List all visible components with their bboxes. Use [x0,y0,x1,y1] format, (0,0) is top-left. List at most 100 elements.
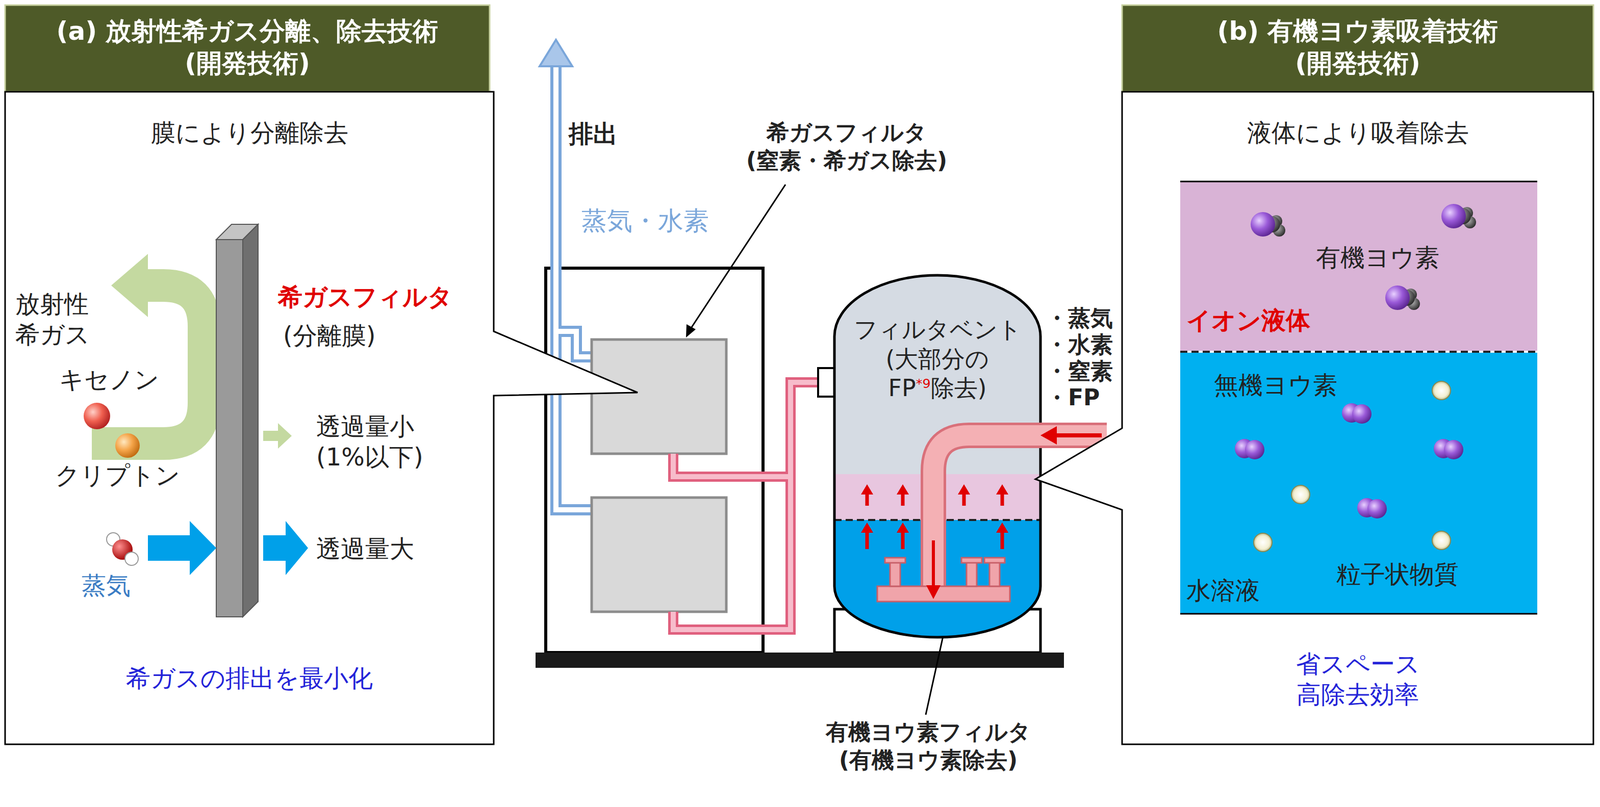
bubble-arrow [865,494,870,506]
label-text: ・水素 [1045,330,1113,359]
vent-pipe [818,368,835,397]
gas-atom [83,402,140,459]
flow-arrow [1055,433,1102,438]
inlet-pipe [989,561,1000,587]
panel-outline [5,91,638,745]
molecule [1367,499,1387,519]
node-text: 有機ヨウ素 [1315,242,1440,273]
label-text: クリプトン [55,460,181,491]
flow-arrow [1040,426,1057,445]
leader-line [686,324,696,338]
inlet-pipe [961,557,982,564]
separation-membrane [216,224,259,618]
node-text: 省スペース 高除去効率 [1122,648,1594,710]
noble-gas-arrow [111,254,148,318]
vent-pipe [673,368,835,630]
gas-atom [115,433,140,459]
liquid-layers [1180,350,1538,353]
flow-arrow [931,540,935,587]
inlet-pipe [890,561,901,587]
panel-heading: (a) 放射性希ガス分離、除去技術 (開発技術) [5,15,490,80]
bubble-arrow [860,484,1009,550]
water-molecule [106,532,139,566]
vent-pipe [673,382,820,630]
molecule [1253,533,1273,552]
liquid-layers [1180,350,1538,353]
bubble-arrow [896,484,909,495]
bubble-arrow [860,484,874,495]
panel-outline [5,5,1594,745]
inlet-pipe [884,557,906,564]
label-text: 透過量小 (1%以下) [316,411,424,473]
inlet-pipe [984,557,1005,564]
molecule [1291,485,1310,504]
panel-outline [5,5,490,92]
panel-outline [1035,91,1594,745]
frame [535,268,1064,669]
bubble-arrow [865,532,870,550]
steam-arrow [147,521,217,576]
bubble-arrow [901,494,905,506]
label-text: 希ガスフィルタ (窒素・希ガス除去) [714,118,980,175]
molecule [1245,440,1265,460]
label-text: 希ガスフィルタ [277,281,453,313]
bubble-arrow [957,484,971,495]
liquid-layers [1180,181,1538,615]
molecule [1432,381,1451,400]
molecule [1432,531,1451,550]
label-text: ・蒸気 [1045,303,1113,333]
bubble-arrow [901,532,905,550]
inlet-pipe [877,586,1010,602]
liquid-layers [1180,613,1538,616]
bubble-arrow [1000,494,1005,506]
label-text: 有機ヨウ素フィルタ (有機ヨウ素除去) [785,718,1072,775]
label-text: (分離膜) [283,320,376,351]
bubble-arrow [996,484,1009,495]
bubble-arrow [896,522,909,533]
vessel-box: フィルタベント (大部分の FP*9除去) [834,275,1041,638]
node-text: フィルタベント (大部分の FP*9除去) [834,315,1041,404]
node-text: イオン液体 [1186,305,1311,336]
bubble-arrow [860,522,874,533]
node-text: 水溶液 [1186,575,1260,606]
node-text: 粒子状物質 [1336,559,1459,590]
node-text: 無機ヨウ素 [1213,369,1338,401]
flow-arrow [926,585,941,600]
molecule [1352,404,1372,424]
liquid-layers [1180,181,1538,352]
inlet-pipe [966,561,977,587]
label-text: キセノン [59,364,160,395]
panel-outline [1122,5,1594,92]
label-text: 放射性 希ガス [15,288,90,350]
bubble-arrow [996,522,1009,533]
node-text: 膜により分離除去 [5,117,494,148]
separation-membrane [216,239,243,618]
liquid-layer: 有機ヨウ素イオン液体 [1180,181,1538,352]
steam-hydrogen-pipe [539,39,592,511]
frame [535,652,1064,669]
liquid-layer: 無機ヨウ素粒子状物質水溶液 [1180,351,1538,615]
gas-filter-box [591,339,727,454]
separation-membrane [242,224,259,618]
gas-filter-box [591,497,727,613]
bubble-arrow [1000,532,1005,550]
steam-arrow [147,521,309,576]
molecule [1250,212,1276,237]
panel-box: (b) 有機ヨウ素吸着技術 (開発技術)液体により吸着除去省スペース 高除去効率… [1122,5,1594,745]
label-text: 透過量大 [316,533,415,565]
label-text: 排出 [568,118,618,149]
liquid-layers [1180,181,1538,183]
steam-arrow [263,521,309,576]
node-text: 希ガスの排出を最小化 [5,663,494,694]
steam-hydrogen-pipe [539,39,573,67]
label-text: 蒸気・水素 [581,205,709,238]
label-text: 蒸気 [81,570,131,601]
gas-atom [83,402,111,430]
label-text: ・窒素 [1045,357,1113,386]
noble-gas-arrow [91,254,292,449]
water-molecule [124,552,139,566]
liquid-layers [1180,351,1538,615]
molecule [1441,204,1466,229]
node-text: 液体により吸着除去 [1122,117,1594,148]
